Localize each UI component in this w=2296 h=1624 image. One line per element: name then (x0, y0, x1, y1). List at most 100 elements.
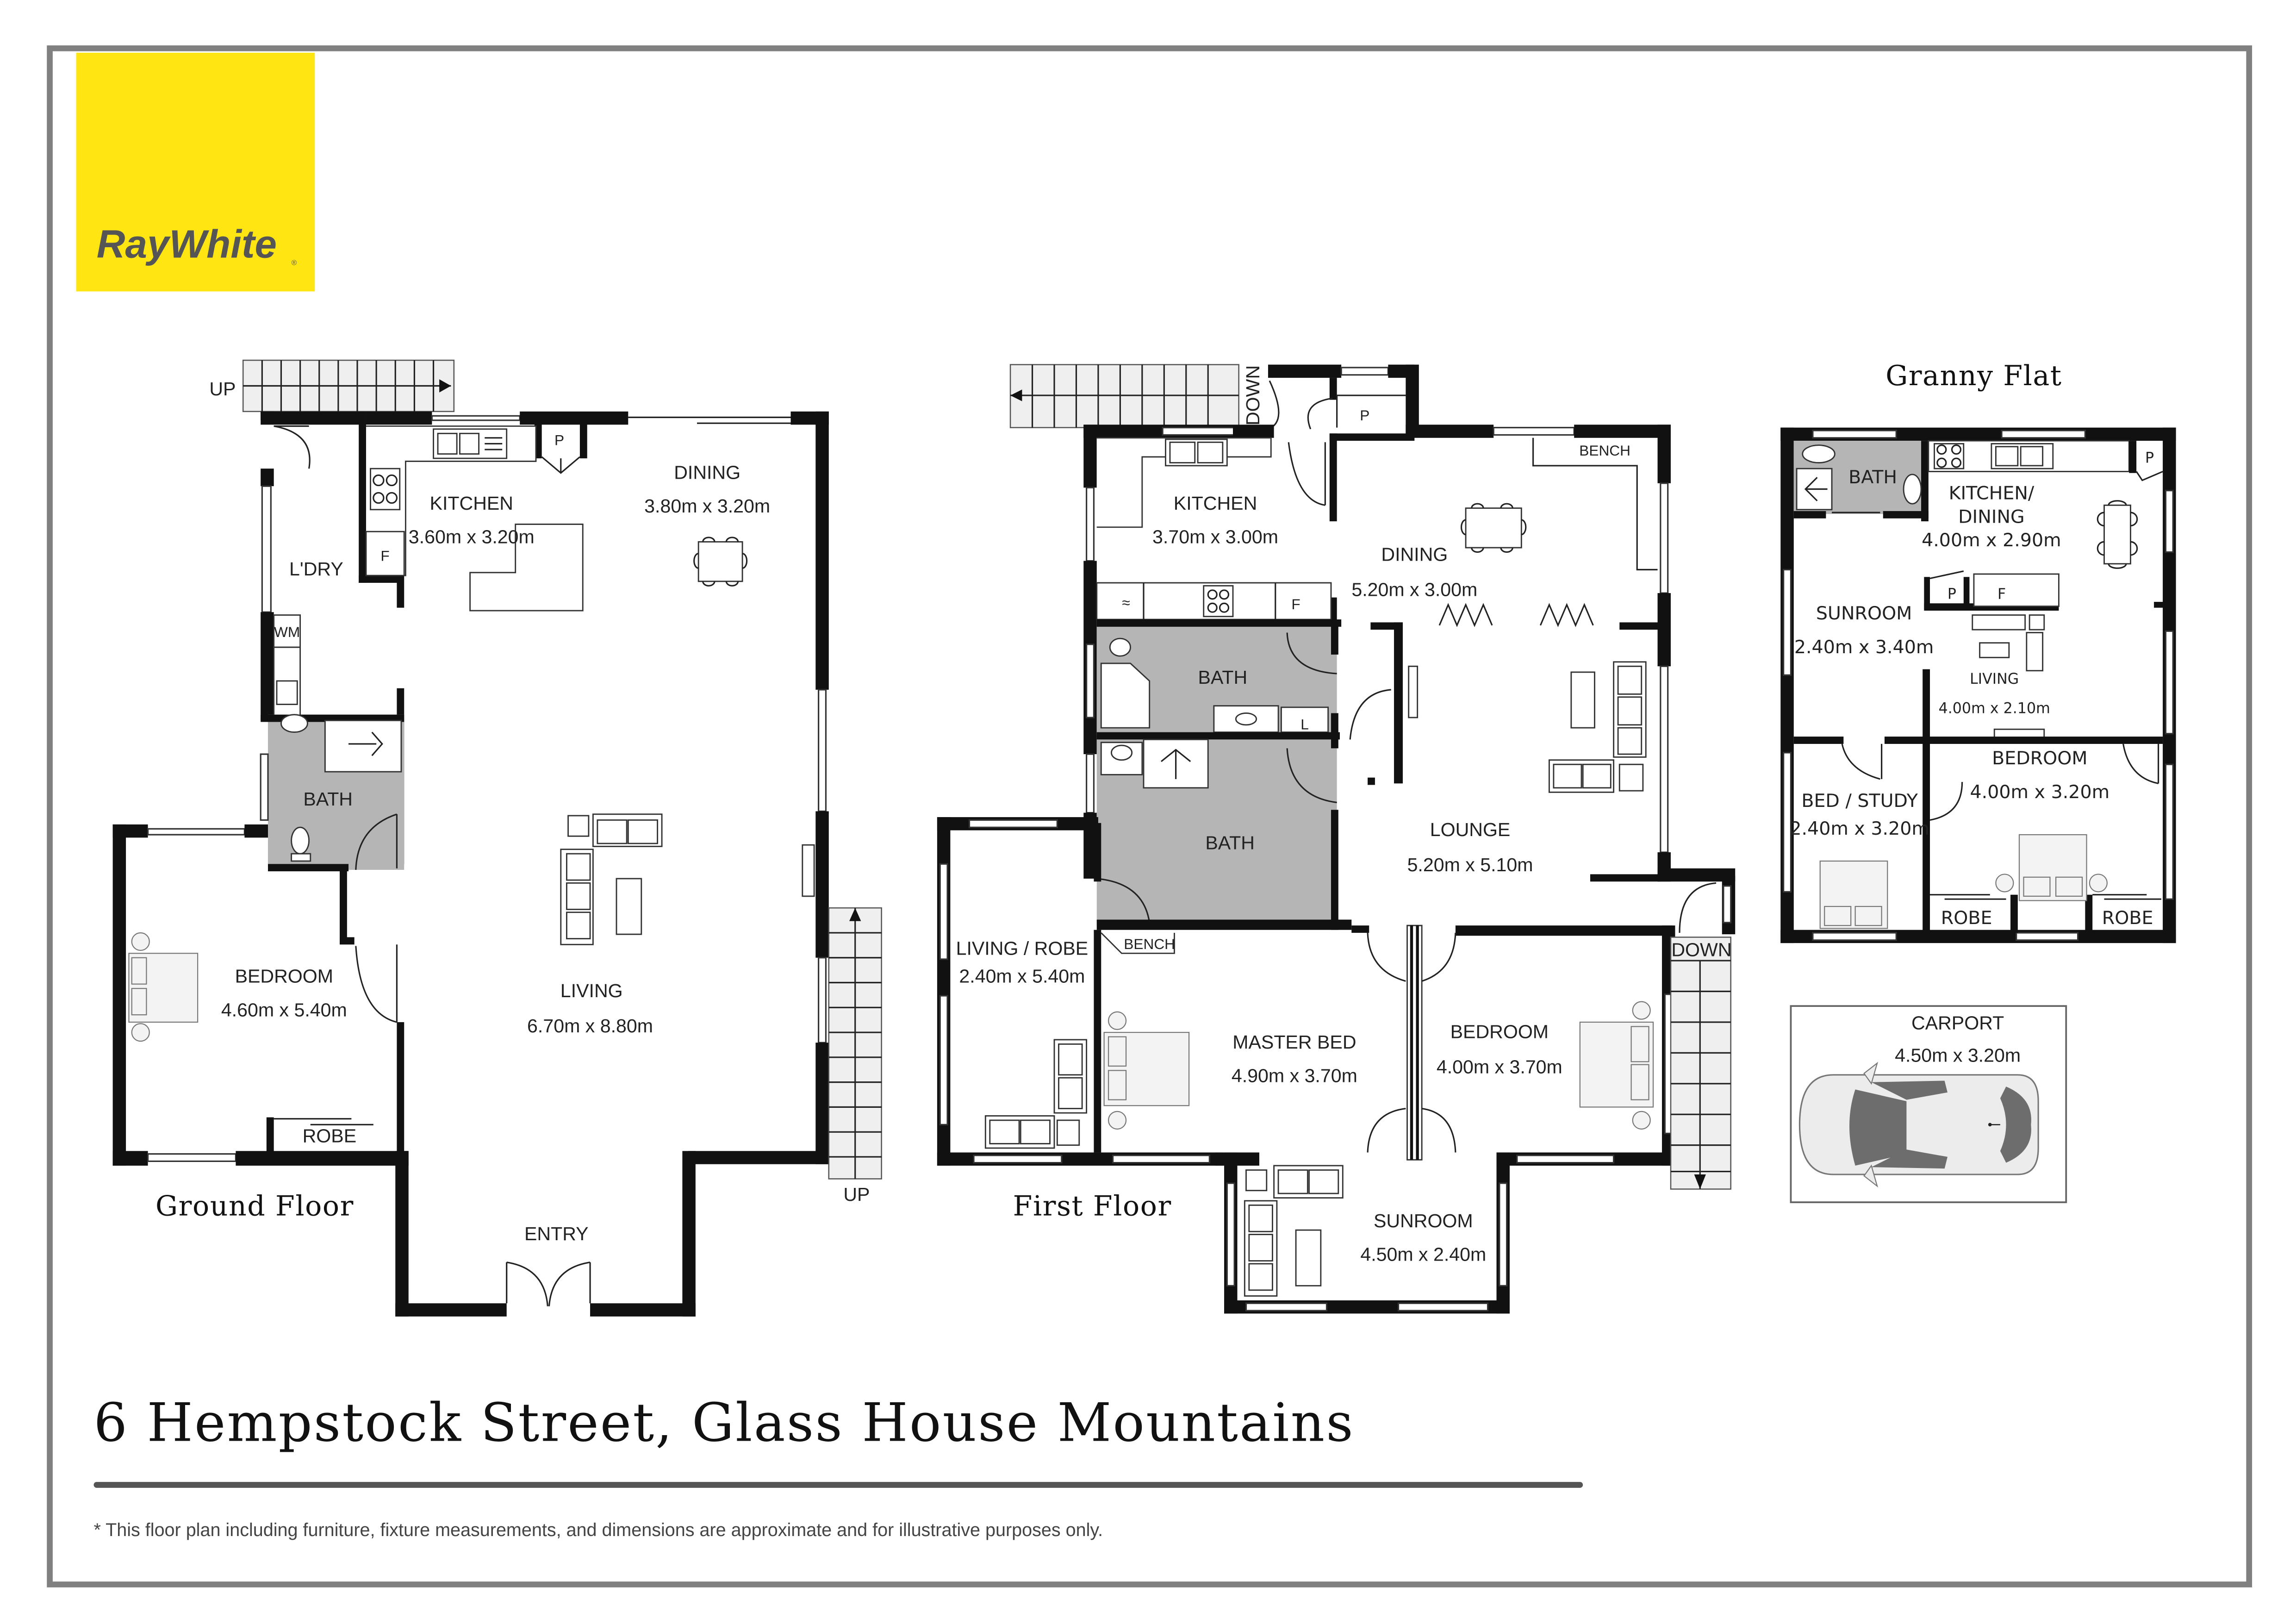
granny-basin-icon (1903, 474, 1922, 505)
first-dining-table-icon (1461, 503, 1527, 553)
pantry-label: P (554, 432, 564, 449)
first-fridge-label: F (1291, 596, 1300, 612)
shower-icon (324, 719, 402, 773)
ground-floor-label: Ground Floor (156, 1190, 354, 1222)
room-kitchen: KITCHEN (430, 493, 513, 514)
first-basin-icon (1235, 712, 1257, 726)
room-bath: BATH (303, 788, 353, 810)
first-room-kitchen: KITCHEN (1174, 493, 1257, 514)
first-room-living-robe: LIVING / ROBE (956, 937, 1089, 959)
dining-table-icon (693, 537, 748, 587)
logo-text: RayWhite (97, 223, 277, 267)
granny-room-kitchen: KITCHEN/ (1949, 483, 2035, 504)
laundry-tub-icon (276, 680, 298, 705)
first-cooktop-icon (1203, 585, 1234, 618)
toilet-icon (291, 826, 310, 855)
room-dining: DINING (674, 462, 740, 483)
arrow-down-icon (1694, 1174, 1706, 1189)
first-stair-right (1670, 937, 1731, 1190)
carport-size: 4.50m x 3.20m (1895, 1044, 2021, 1066)
stair-up-label-2: UP (843, 1184, 870, 1205)
first-room-bath-2: BATH (1205, 832, 1255, 854)
granny-room-living: LIVING (1970, 671, 2019, 687)
room-living: LIVING (560, 980, 623, 1001)
granny-flat-label: Granny Flat (1885, 360, 2062, 392)
room-bedroom: BEDROOM (235, 966, 333, 987)
master-bench-label: BENCH (1124, 936, 1175, 952)
granny-toilet-icon (1802, 444, 1836, 463)
room-laundry: L'DRY (289, 558, 343, 580)
ground-stair-top (242, 359, 455, 412)
granny-room-bedroom: BEDROOM (1992, 748, 2087, 769)
arrow-up-icon (849, 908, 861, 921)
car-top-view-icon (1798, 1062, 2039, 1188)
granny-room-bed-study-size: 2.40m x 3.20m (1790, 818, 1929, 839)
master-bed-icon (1103, 1011, 1190, 1130)
granny-fridge-label: F (1997, 586, 2006, 603)
stair-down-label: DOWN (1242, 365, 1263, 425)
carport-plan: CARPORT 4.50m x 3.20m (1790, 1005, 2067, 1203)
first-room-bedroom-size: 4.00m x 3.70m (1437, 1056, 1562, 1078)
living-robe-sofa-icon (984, 1039, 1088, 1149)
first-pantry-label: P (1360, 407, 1369, 424)
granny-room-sunroom-size: 2.40m x 3.40m (1794, 637, 1934, 658)
first-room-sunroom-size: 4.50m x 2.40m (1360, 1244, 1486, 1265)
bed-icon (128, 932, 199, 1042)
sunroom-sofa-icon (1244, 1165, 1344, 1297)
first-toilet-icon (1109, 637, 1131, 657)
room-kitchen-size: 3.60m x 3.20m (409, 526, 535, 548)
granny-room-robe-2: ROBE (2102, 907, 2153, 929)
first-stair-top: DOWN (1009, 364, 1263, 428)
first-room-living-robe-size: 2.40m x 5.40m (959, 966, 1085, 987)
first-room-master-bed: MASTER BED (1232, 1031, 1356, 1053)
title-underline (93, 1482, 1583, 1488)
granny-pantry-label: P (1948, 586, 1956, 603)
linen-label: L (1300, 716, 1309, 732)
living-sofa-set-icon (560, 813, 815, 945)
washing-machine-label: WM (274, 624, 300, 640)
carport-label: CARPORT (1911, 1012, 2004, 1034)
first-bedroom-bed-icon (1579, 1001, 1654, 1130)
logo-background (76, 52, 315, 292)
arrow-right-icon (439, 379, 451, 393)
fridge-label: F (380, 548, 389, 564)
room-bedroom-size: 4.60m x 5.40m (221, 999, 347, 1020)
first-room-dining-size: 5.20m x 3.00m (1351, 579, 1477, 600)
room-living-size: 6.70m x 8.80m (527, 1015, 653, 1037)
first-room-lounge: LOUNGE (1430, 819, 1511, 840)
granny-dining-table-icon (2097, 500, 2138, 569)
lounge-sofa-set-icon (1548, 661, 1647, 793)
first-floor-label: First Floor (1013, 1190, 1172, 1222)
arrow-left-icon (1010, 389, 1022, 401)
first-room-lounge-size: 5.20m x 5.10m (1407, 854, 1533, 875)
disclaimer-text: * This floor plan including furniture, f… (93, 1520, 1103, 1540)
room-dining-size: 3.80m x 3.20m (644, 495, 770, 517)
granny-room-bed-study: BED / STUDY (1801, 790, 1918, 812)
granny-flat-plan: Granny Flat P (1780, 360, 2176, 943)
first-room-master-bed-size: 4.90m x 3.70m (1232, 1065, 1357, 1087)
first-room-kitchen-size: 3.70m x 3.00m (1152, 526, 1278, 548)
first-room-dining: DINING (1381, 544, 1448, 565)
granny-room-kitchen-2: DINING (1958, 506, 2025, 527)
granny-room-bath: BATH (1848, 467, 1897, 488)
first-room-bedroom: BEDROOM (1450, 1021, 1549, 1043)
granny-room-sunroom: SUNROOM (1816, 603, 1912, 624)
page-frame (47, 45, 2252, 1587)
granny-room-living-size: 4.00m x 2.10m (1939, 700, 2050, 717)
first-floor-plan: DOWN P (937, 364, 1736, 1314)
first-room-sunroom: SUNROOM (1374, 1210, 1473, 1231)
raywhite-logo: RayWhite ® (76, 52, 315, 292)
basin-icon (280, 714, 308, 733)
room-robe: ROBE (303, 1125, 357, 1146)
cooktop-icon (370, 468, 401, 511)
stair-down-label-2: DOWN (1671, 939, 1731, 961)
first-room-bath-1: BATH (1198, 667, 1248, 688)
granny-room-robe-1: ROBE (1941, 907, 1992, 929)
ground-floor-plan: UP (112, 359, 882, 1317)
granny-room-kitchen-size: 4.00m x 2.90m (1922, 530, 2061, 551)
corner-shower-icon (1100, 662, 1151, 729)
granny-kitchen-pantry-label: P (2145, 450, 2154, 467)
kitchen-island (469, 524, 584, 612)
granny-room-bedroom-size: 4.00m x 3.20m (1970, 781, 2110, 803)
